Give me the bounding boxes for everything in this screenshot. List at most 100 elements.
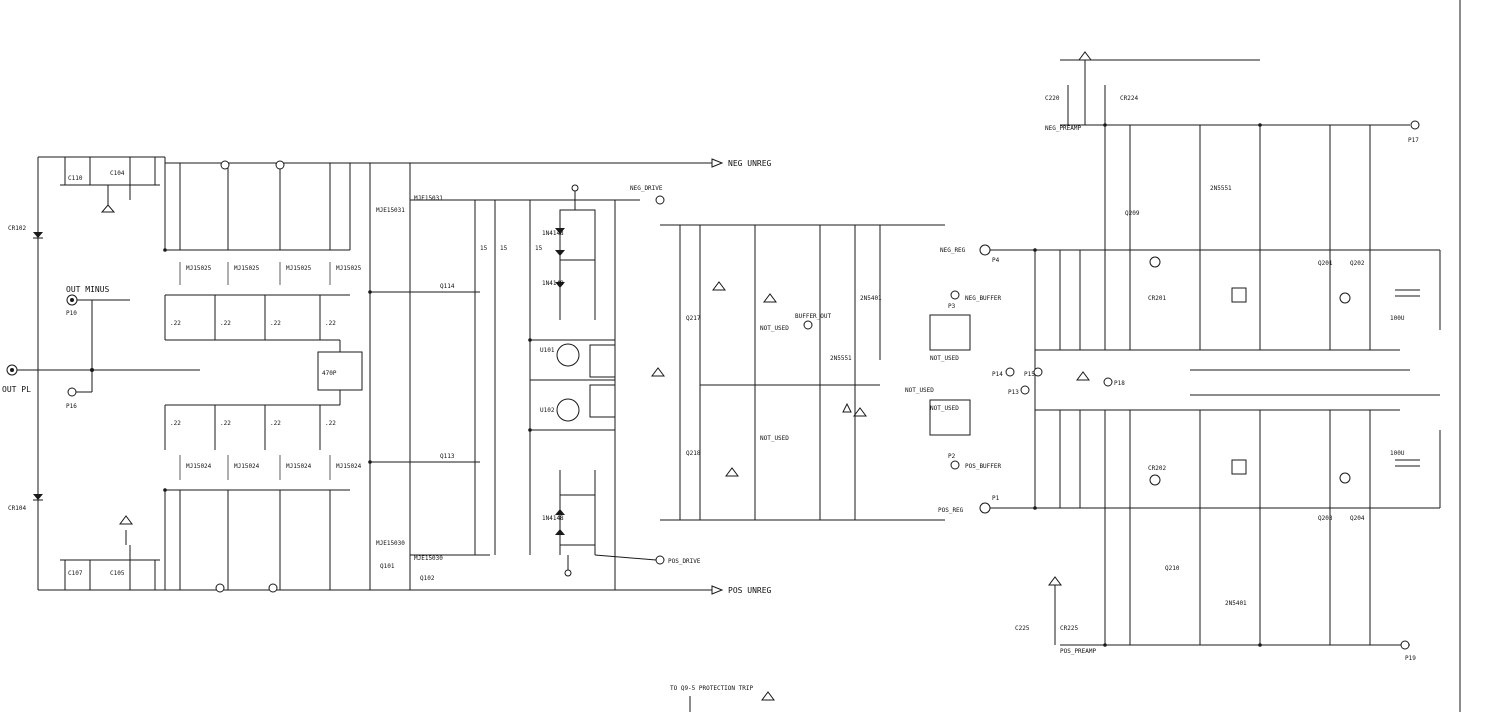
p10-label: P10 [66,310,77,317]
p1-label: P1 [992,495,1000,502]
p13-terminal[interactable] [1020,385,1030,395]
not-used-4: NOT_USED [930,355,959,362]
q202-label: Q202 [1350,260,1365,267]
p15-terminal[interactable] [1033,367,1043,377]
u102-body [556,398,580,422]
p14-terminal[interactable] [1005,367,1015,377]
pos-reg-label: POS_REG [938,507,964,514]
p13-label: P13 [1008,389,1019,396]
u101-label: U101 [540,347,555,354]
q218-label: Q218 [686,450,701,457]
q-top-2-label: MJ15025 [234,265,260,272]
p16-label: P16 [66,403,77,410]
buffer-out-terminal[interactable] [803,320,813,330]
cr225-label: CR225 [1060,625,1078,632]
pos-buffer-label: POS_BUFFER [965,463,1002,470]
not-used-1: NOT_USED [760,325,789,332]
output-transistors-bottom: .22 .22 .22 .22 MJ15024 MJ15024 MJ15024 … [164,404,362,590]
cr-stack-3-label: 1N4148 [542,515,564,522]
r-mid-2-label: 15 [500,245,508,252]
cr102-label: CR102 [8,225,26,232]
q-bot-1-label: MJ15024 [186,463,212,470]
q-bot-2-label: MJ15024 [234,463,260,470]
therm-top[interactable] [571,184,579,192]
pos-drive-terminal[interactable] [655,555,665,565]
buffer-out-label: BUFFER_OUT [795,313,832,320]
cr202-label: CR202 [1148,465,1166,472]
2n5401-label: 2N5401 [860,295,882,302]
not-used-3: NOT_USED [905,387,934,394]
r-top-3-label: .22 [270,320,281,327]
q210-label: Q210 [1165,565,1180,572]
c-bias-label: 470P [322,370,337,377]
driver-q-top2-label: MJE15031 [414,195,443,202]
q-top-3-label: MJ15025 [286,265,312,272]
p18-terminal[interactable] [1103,377,1113,387]
neg-buffer-label: NEG_BUFFER [965,295,1002,302]
r-bot-4-label: .22 [325,420,336,427]
protection-label: TO Q9-5 PROTECTION TRIP [670,685,753,692]
c-right-2-label: 100U [1390,450,1405,457]
pos-unreg-label: POS UNREG [728,586,772,595]
neg-drive-label: NEG_DRIVE [630,185,663,192]
p19-terminal[interactable] [1400,640,1410,650]
buffer-stage: Q217 Q218 NOT_USED NOT_USED BUFFER_OUT 2… [651,224,945,521]
c104-label: C104 [110,170,125,177]
right-regulator-stage: C220 CR224 NEG_PREAMP P17 P19 POS_PREAMP… [929,51,1441,662]
q203-label: Q203 [1318,515,1333,522]
r-mid-1-label: 15 [480,245,488,252]
p14-label: P14 [992,371,1003,378]
stud-top-1[interactable] [220,160,230,170]
c225-label: C225 [1015,625,1030,632]
neg-unreg-label: NEG UNREG [728,159,772,168]
neg-buffer-terminal[interactable] [950,290,960,300]
therm-bot[interactable] [564,569,572,577]
p18-label: P18 [1114,380,1125,387]
r-mid-3-label: 15 [535,245,543,252]
pos-drive-label: POS_DRIVE [668,558,701,565]
q101-label: Q101 [380,563,395,570]
junction-dots [163,123,1262,647]
c-right-1-label: 100U [1390,315,1405,322]
left-output-stage: NEG UNREG POS UNREG C110 C104 C107 C105 … [2,156,772,595]
driver-q-top-label: MJE15031 [376,207,405,214]
q209-label: Q209 [1125,210,1140,217]
q113-label: Q113 [440,453,455,460]
q204-label: Q204 [1350,515,1365,522]
pos-buffer-terminal[interactable] [950,460,960,470]
stud-bot-2[interactable] [268,583,278,593]
stud-bot-1[interactable] [215,583,225,593]
r-bot-1-label: .22 [170,420,181,427]
q-bot-3-label: MJ15024 [286,463,312,470]
r-top-2-label: .22 [220,320,231,327]
p4-label: P4 [992,257,1000,264]
q114-label: Q114 [440,283,455,290]
p3-label: P3 [948,303,956,310]
p15-label: P15 [1024,371,1035,378]
p17-terminal[interactable] [1410,120,1420,130]
r-bot-3-label: .22 [270,420,281,427]
p19-label: P19 [1405,655,1416,662]
q217-label: Q217 [686,315,701,322]
p16-terminal[interactable] [67,387,77,397]
cr-stack-2-label: 1N4148 [542,280,564,287]
p17-label: P17 [1408,137,1419,144]
u101-body [556,343,580,367]
pos-reg-terminal[interactable] [979,502,991,514]
stud-top-2[interactable] [275,160,285,170]
neg-reg-terminal[interactable] [979,244,991,256]
r-bot-2-label: .22 [220,420,231,427]
out-minus-label: OUT MINUS [66,285,110,294]
driver-q-bot2-label: MJE15030 [414,555,443,562]
pos-preamp-label: POS_PREAMP [1060,648,1097,655]
q-top-4-label: MJ15025 [336,265,362,272]
neg-reg-label: NEG_REG [940,247,966,254]
p2-label: P2 [948,453,956,460]
cr-stack-1-label: 1N4148 [542,230,564,237]
neg-drive-terminal[interactable] [655,195,665,205]
cr224-label: CR224 [1120,95,1138,102]
output-transistors-top: MJ15025 MJ15025 MJ15025 MJ15025 .22 .22 … [164,163,362,341]
c220-label: C220 [1045,95,1060,102]
